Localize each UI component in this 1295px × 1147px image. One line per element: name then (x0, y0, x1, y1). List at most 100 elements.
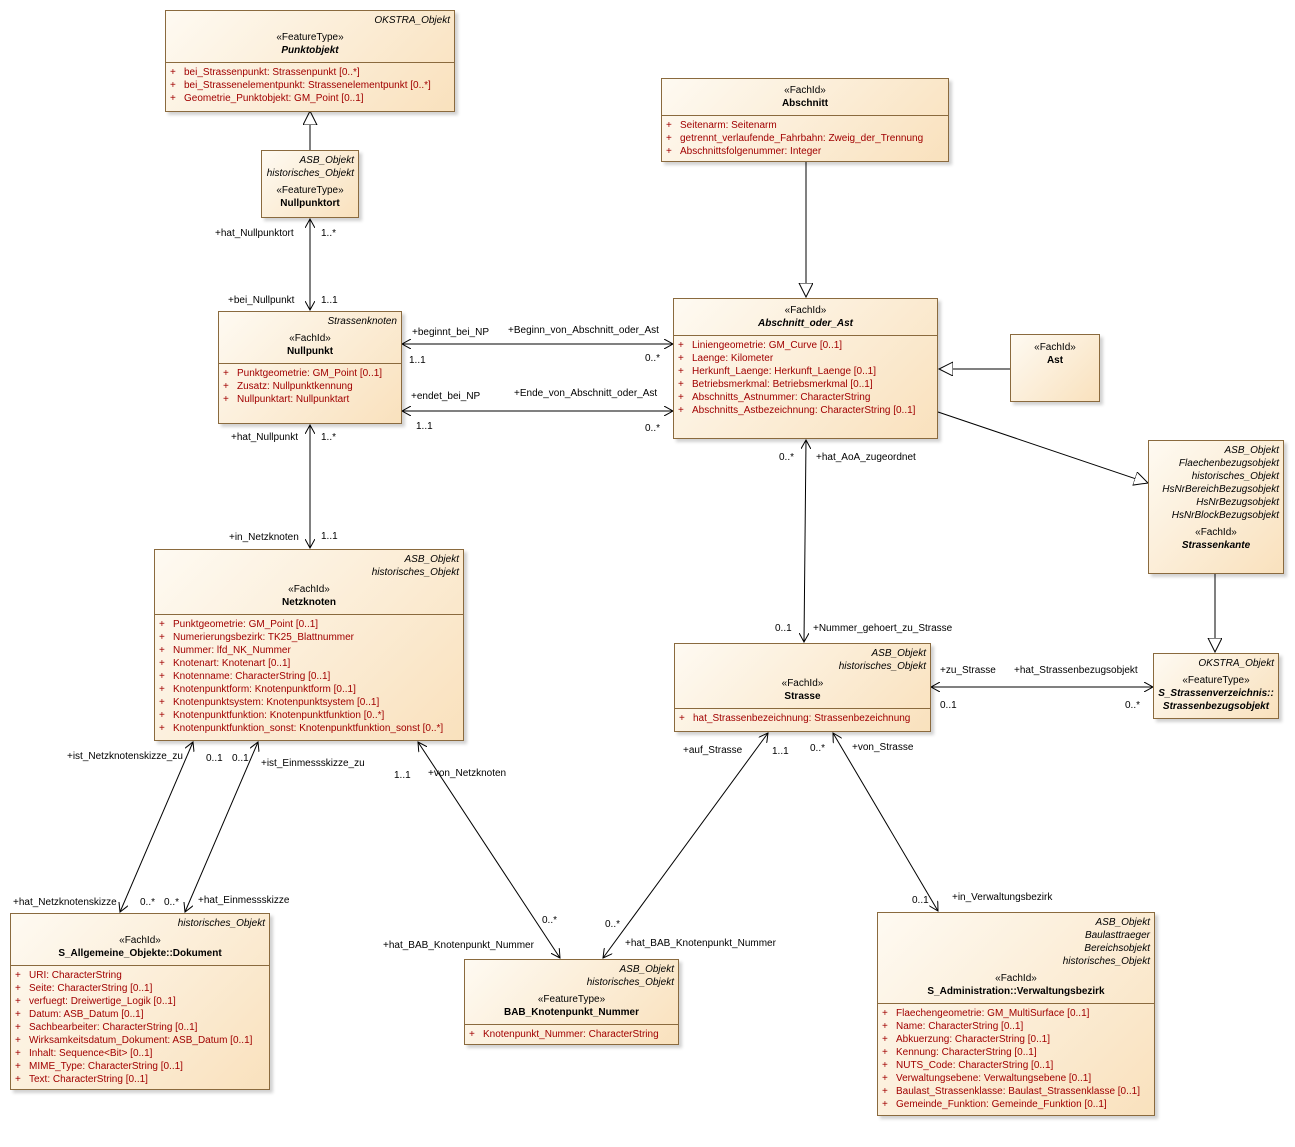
stereotype: «FachId» (1195, 527, 1237, 538)
attribute: +Name: CharacterString [0..1] (882, 1021, 1024, 1032)
assoc-aoa-strasse (804, 440, 806, 642)
attribute: +Abschnitts_Astnummer: CharacterString (678, 392, 871, 403)
tagged-value: OKSTRA_Objekt (374, 15, 450, 26)
tagged-value: OKSTRA_Objekt (1198, 658, 1274, 669)
attribute: +NUTS_Code: CharacterString [0..1] (882, 1060, 1054, 1071)
multiplicity-label: 1..1 (321, 295, 338, 306)
stereotype: «FachId» (119, 935, 161, 946)
role-label: +von_Strasse (852, 742, 914, 753)
attribute: +Liniengeometrie: GM_Curve [0..1] (678, 340, 843, 351)
multiplicity-label: 0..* (645, 353, 661, 364)
assoc-netzknoten-bab (418, 742, 560, 958)
tagged-value: HsNrBezugsobjekt (1196, 497, 1279, 508)
attribute: +hat_Strassenbezeichnung: Strassenbezeic… (679, 713, 911, 724)
tagged-value: historisches_Objekt (266, 168, 354, 179)
attribute: +Geometrie_Punktobjekt: GM_Point [0..1] (170, 93, 364, 104)
gen-aoa-strassenkante (937, 411, 1148, 483)
role-label: +zu_Strasse (940, 665, 996, 676)
attribute: +Kennung: CharacterString [0..1] (882, 1047, 1037, 1058)
multiplicity-label: 0..* (542, 915, 558, 926)
class-name: Strassenkante (1181, 540, 1251, 551)
class-ast[interactable]: «FachId» Ast (1010, 334, 1100, 402)
role-label: +hat_BAB_Knotenpunkt_Nummer (625, 938, 776, 949)
tagged-value: historisches_Objekt (1191, 471, 1279, 482)
stereotype: «FachId» (784, 305, 827, 316)
multiplicity-label: 1..1 (321, 531, 338, 542)
role-label: +Beginn_von_Abschnitt_oder_Ast (508, 325, 659, 336)
class-dokument[interactable]: historisches_Objekt «FachId» S_Allgemein… (10, 913, 270, 1090)
multiplicity-label: 0..* (164, 897, 180, 908)
class-name: Punktobjekt (281, 45, 339, 56)
multiplicity-label: 0..* (1125, 700, 1141, 711)
tagged-value: historisches_Objekt (371, 567, 459, 578)
role-label: +hat_Nullpunkt (231, 432, 298, 443)
stereotype: «FachId» (995, 973, 1037, 984)
role-label: +bei_Nullpunkt (228, 295, 295, 306)
attribute: +Knotenpunktfunktion: Knotenpunktfunktio… (159, 710, 385, 721)
class-strassenbezugsobjekt[interactable]: OKSTRA_Objekt «FeatureType» S_Strassenve… (1153, 653, 1279, 719)
attribute: +Punktgeometrie: GM_Point [0..1] (223, 368, 383, 379)
multiplicity-label: 0..* (645, 423, 661, 434)
class-name: Abschnitt (781, 98, 829, 109)
role-label: +Ende_von_Abschnitt_oder_Ast (514, 388, 658, 399)
stereotype: «FachId» (289, 333, 331, 344)
class-abschnitt-oder-ast[interactable]: «FachId» Abschnitt_oder_Ast +Liniengeome… (673, 298, 938, 439)
attribute: +Zusatz: Nullpunktkennung (223, 381, 353, 392)
class-strassenkante[interactable]: ASB_Objekt Flaechenbezugsobjekt historis… (1148, 440, 1284, 574)
role-label: +endet_bei_NP (411, 391, 481, 402)
assoc-strasse-bab (603, 733, 768, 958)
class-netzknoten[interactable]: ASB_Objekt historisches_Objekt «FachId» … (154, 549, 464, 741)
attribute: +bei_Strassenelementpunkt: Strasseneleme… (170, 80, 431, 91)
attribute: +URI: CharacterString (15, 970, 122, 981)
attribute: +Knotenname: CharacterString [0..1] (159, 671, 331, 682)
attribute: +Punktgeometrie: GM_Point [0..1] (159, 619, 319, 630)
multiplicity-label: 0..* (140, 897, 156, 908)
attribute: +Knotenart: Knotenart [0..1] (159, 658, 291, 669)
multiplicity-label: 1..1 (409, 355, 426, 366)
stereotype: «FeatureType» (276, 32, 344, 43)
role-label: +hat_Strassenbezugsobjekt (1014, 665, 1138, 676)
class-name: S_Allgemeine_Objekte::Dokument (58, 948, 222, 959)
tagged-value: ASB_Objekt (1224, 445, 1279, 456)
tagged-value: historisches_Objekt (838, 661, 926, 672)
role-label: +hat_Einmessskizze (198, 895, 290, 906)
tagged-value: HsNrBereichBezugsobjekt (1162, 484, 1279, 495)
attribute: +Laenge: Kilometer (678, 353, 774, 364)
class-name: Nullpunkt (286, 346, 334, 357)
class-verwaltungsbezirk[interactable]: ASB_Objekt Baulasttraeger Bereichsobjekt… (877, 912, 1155, 1116)
multiplicity-label: 1..* (321, 228, 337, 239)
attribute: +Seitenarm: Seitenarm (666, 120, 777, 131)
attribute: +MIME_Type: CharacterString [0..1] (15, 1061, 183, 1072)
class-bab-knotenpunkt-nummer[interactable]: ASB_Objekt historisches_Objekt «FeatureT… (464, 959, 679, 1045)
role-label: +beginnt_bei_NP (412, 327, 490, 338)
role-label: +hat_Netzknotenskizze (13, 897, 117, 908)
role-label: +von_Netzknoten (428, 768, 507, 779)
class-name: Ast (1046, 355, 1064, 366)
attribute: +Baulast_Strassenklasse: Baulast_Strasse… (882, 1086, 1141, 1097)
class-nullpunktort[interactable]: ASB_Objekt historisches_Objekt «FeatureT… (261, 150, 359, 218)
tagged-value: ASB_Objekt (404, 554, 459, 565)
assoc-netzknoten-dokument-1 (120, 742, 193, 912)
attribute: +Knotenpunktform: Knotenpunktform [0..1] (159, 684, 356, 695)
multiplicity-label: 1..1 (394, 770, 411, 781)
multiplicity-label: 0..1 (912, 895, 929, 906)
attribute: +Betriebsmerkmal: Betriebsmerkmal [0..1] (678, 379, 873, 390)
stereotype: «FeatureType» (276, 185, 344, 196)
class-abschnitt[interactable]: «FachId» Abschnitt +Seitenarm: Seitenarm… (661, 78, 949, 162)
multiplicity-label: 0..1 (206, 753, 223, 764)
attribute: +Abschnittsfolgenummer: Integer (666, 146, 822, 157)
tagged-value: Flaechenbezugsobjekt (1178, 458, 1279, 469)
class-punktobjekt[interactable]: OKSTRA_Objekt «FeatureType» Punktobjekt … (165, 10, 455, 112)
attribute: +Abschnitts_Astbezeichnung: CharacterStr… (678, 405, 916, 416)
attribute: +Numerierungsbezirk: TK25_Blattnummer (159, 632, 355, 643)
tagged-value: Bereichsobjekt (1084, 943, 1150, 954)
assoc-strasse-verwaltungsbezirk (833, 733, 938, 911)
multiplicity-label: 0..1 (940, 700, 957, 711)
attribute: +Text: CharacterString [0..1] (15, 1074, 148, 1085)
stereotype: «FachId» (781, 678, 824, 689)
class-strasse[interactable]: ASB_Objekt historisches_Objekt «FachId» … (674, 643, 931, 732)
stereotype: «FachId» (1034, 342, 1076, 353)
class-name: BAB_Knotenpunkt_Nummer (503, 1007, 639, 1018)
multiplicity-label: 0..1 (232, 753, 249, 764)
class-nullpunkt[interactable]: Strassenknoten «FachId» Nullpunkt +Punkt… (218, 311, 402, 424)
